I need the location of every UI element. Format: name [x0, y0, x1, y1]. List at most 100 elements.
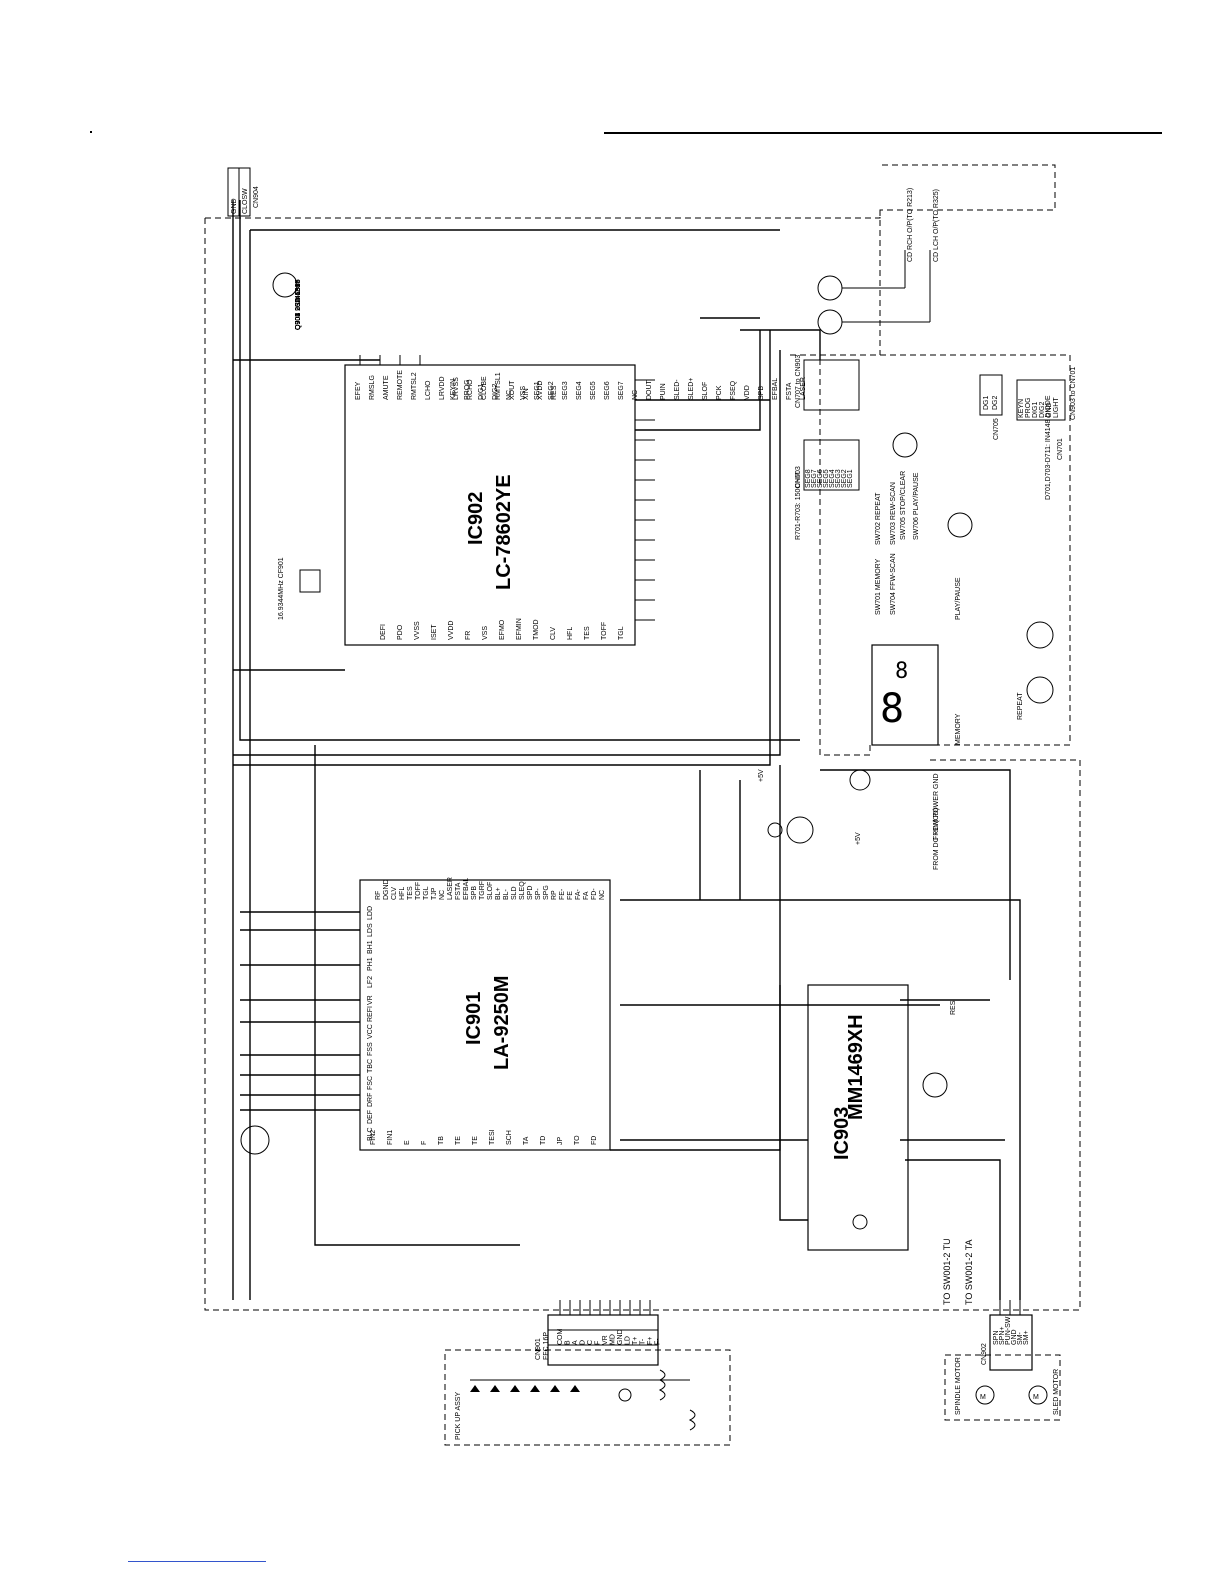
- ic902-pin-left-0: DEFI: [380, 624, 387, 640]
- ic902-pin-left-10: CLV: [550, 627, 557, 640]
- ic902-pin-right-10: SEG5: [590, 381, 597, 400]
- svg-text:TO SW001-2 TU: TO SW001-2 TU: [942, 1238, 952, 1305]
- ic902-pin-left-3: ISET: [431, 624, 438, 640]
- pickup-assy: PICK UP ASSY: [455, 1369, 696, 1440]
- ic901-ref: IC901: [463, 992, 485, 1045]
- ic902-pin-left-1: PDO: [397, 624, 404, 640]
- ic903-body: [807, 984, 909, 1251]
- svg-text:SW705 STOP/CLEAR: SW705 STOP/CLEAR: [900, 471, 907, 540]
- cn703-pin-6: SEG2: [841, 469, 848, 488]
- ic902-pin-left-2: VVSS: [414, 621, 421, 640]
- svg-text:FROM POWER GND: FROM POWER GND: [933, 774, 940, 841]
- svg-text:FROM DC +9V(CD): FROM DC +9V(CD): [933, 808, 940, 870]
- ic901-pin-left-6: REFI: [367, 1006, 374, 1022]
- svg-text:+5V: +5V: [758, 769, 765, 782]
- svg-text:SW702 REPEAT: SW702 REPEAT: [875, 492, 882, 545]
- ic902-pin-right-24: FSTA: [786, 382, 793, 400]
- ic902-pin-right-16: SLED-: [674, 379, 681, 400]
- svg-text:CLOSW: CLOSW: [242, 188, 249, 214]
- cn701-pin-0: KEYN: [1018, 399, 1025, 418]
- ic902-pin-top-7: LRVSS: [453, 377, 460, 400]
- svg-text:CD LCH O/P(TO R325): CD LCH O/P(TO R325): [933, 189, 940, 262]
- svg-text:CN902: CN902: [981, 1343, 988, 1365]
- svg-text:PLAY/PAUSE: PLAY/PAUSE: [955, 577, 962, 620]
- ic902-pin-left-4: VVDD: [448, 621, 455, 640]
- ic901-pin-right-3: HFL: [399, 887, 406, 900]
- ic901-pin-left-2: BH1: [367, 940, 374, 954]
- ic901-pin-right-7: TJP: [431, 887, 438, 900]
- ic902-pin-left-12: TES: [584, 626, 591, 640]
- ic902-pin-left-14: TGL: [618, 626, 625, 640]
- stray-dot: [90, 131, 92, 133]
- svg-text:RES: RES: [950, 1000, 957, 1015]
- cn901-pin-13: F-: [655, 1338, 662, 1345]
- switch-labels: SW701 MEMORY SW702 REPEAT SW703 REW-SCAN…: [795, 395, 1052, 745]
- cn703-pin-3: SEG5: [823, 469, 830, 488]
- ic901-pin-top-13: FD: [591, 1136, 598, 1145]
- cn901-pin-0: COM: [557, 1329, 564, 1346]
- ic903-ref: IC903: [831, 1107, 853, 1160]
- ic903-block: IC903 MM1469XH: [807, 984, 909, 1251]
- svg-text:8: 8: [895, 659, 908, 684]
- ic901-pin-left-12: DEF: [367, 1110, 374, 1124]
- ic901-pin-top-2: E: [404, 1140, 411, 1145]
- cn902-pin-2: PUN-SW: [1005, 1316, 1012, 1345]
- ic902-pin-right-1: PROG: [464, 379, 471, 400]
- svg-text:SW701 MEMORY: SW701 MEMORY: [875, 558, 882, 615]
- cn901-pin-5: F: [595, 1341, 602, 1345]
- ic902-pin-top-5: LCHO: [425, 380, 432, 400]
- ic901-pin-right-24: FE: [567, 891, 574, 900]
- ic902-pin-right-15: PUIN: [660, 383, 667, 400]
- cn703-pin-5: SEG3: [835, 469, 842, 488]
- ic902-pin-top-9: CLOBE: [481, 376, 488, 400]
- cn901-pin-7: MD: [610, 1334, 617, 1345]
- ic901-pin-left-8: FSS: [367, 1042, 374, 1056]
- cn904: GND CLOSW CN904: [227, 167, 260, 217]
- ic901-pin-right-4: TES: [407, 886, 414, 900]
- svg-text:SW703 REW-SCAN: SW703 REW-SCAN: [890, 482, 897, 545]
- ic902-pin-top-8: RCHO: [467, 379, 474, 400]
- ic901-pin-left-11: DRF: [367, 1093, 374, 1107]
- svg-text:CN701: CN701: [1057, 438, 1064, 460]
- ic902-pin-right-19: PCK: [716, 385, 723, 400]
- ic902-body: [344, 364, 636, 646]
- cn701-pin-5: LIGHT: [1053, 397, 1060, 418]
- svg-text:CN904: CN904: [253, 186, 260, 208]
- transistors: [240, 272, 1054, 1155]
- cn901-pin-9: LD: [625, 1336, 632, 1345]
- cn901-pin-10: T+: [632, 1337, 639, 1345]
- header-rule: [604, 132, 1162, 134]
- ic902-pin-left-5: FR: [465, 631, 472, 640]
- svg-text:TO SW001-2 TA: TO SW001-2 TA: [964, 1239, 974, 1305]
- ic901-pin-top-12: TO: [574, 1135, 581, 1145]
- ic901-pin-right-0: RF: [375, 891, 382, 900]
- svg-text:CD RCH O/P(TO R213): CD RCH O/P(TO R213): [907, 188, 914, 262]
- ic901-pin-right-21: SPG: [543, 885, 550, 900]
- cn901-pin-2: A: [572, 1340, 579, 1345]
- ic902-pin-right-12: SEG7: [618, 381, 625, 400]
- cn703-pin-7: SEG1: [847, 469, 854, 488]
- ic901-pin-right-14: SLOF: [487, 882, 494, 900]
- cn901-pin-11: T-: [640, 1338, 647, 1345]
- ic902-pin-left-8: EFMIN: [516, 618, 523, 640]
- ic902-pin-right-3: DIG2: [492, 384, 499, 400]
- cn902-pin-1: SPN+: [999, 1327, 1006, 1345]
- ic902-pin-right-7: SEG2: [548, 381, 555, 400]
- cn902-pin-5: SM+: [1023, 1330, 1030, 1345]
- ic902-pin-right-8: SEG3: [562, 381, 569, 400]
- cn902-pin-3: GND: [1011, 1329, 1018, 1345]
- ic901-pin-right-10: FSTA: [455, 882, 462, 900]
- audio-outputs: CD RCH O/P(TO R213) CD LCH O/P(TO R325): [817, 188, 940, 335]
- ic902-pin-right-6: SEG1: [534, 381, 541, 400]
- svg-text:CN903 to CN701: CN903 to CN701: [1070, 367, 1077, 420]
- svg-text:GND: GND: [231, 198, 238, 214]
- ic901-pin-right-19: SPD: [527, 886, 534, 900]
- svg-text:SW704 FFW-SCAN: SW704 FFW-SCAN: [890, 553, 897, 615]
- cn902-pin-4: SM-: [1017, 1332, 1024, 1346]
- ic901-body: [359, 879, 611, 1151]
- ic901-pin-top-1: FIN1: [387, 1130, 394, 1145]
- ic902-pin-top-11: XOUT: [509, 380, 516, 400]
- bus-wiring: [232, 200, 1021, 1300]
- ic901-pin-right-22: RP: [551, 890, 558, 900]
